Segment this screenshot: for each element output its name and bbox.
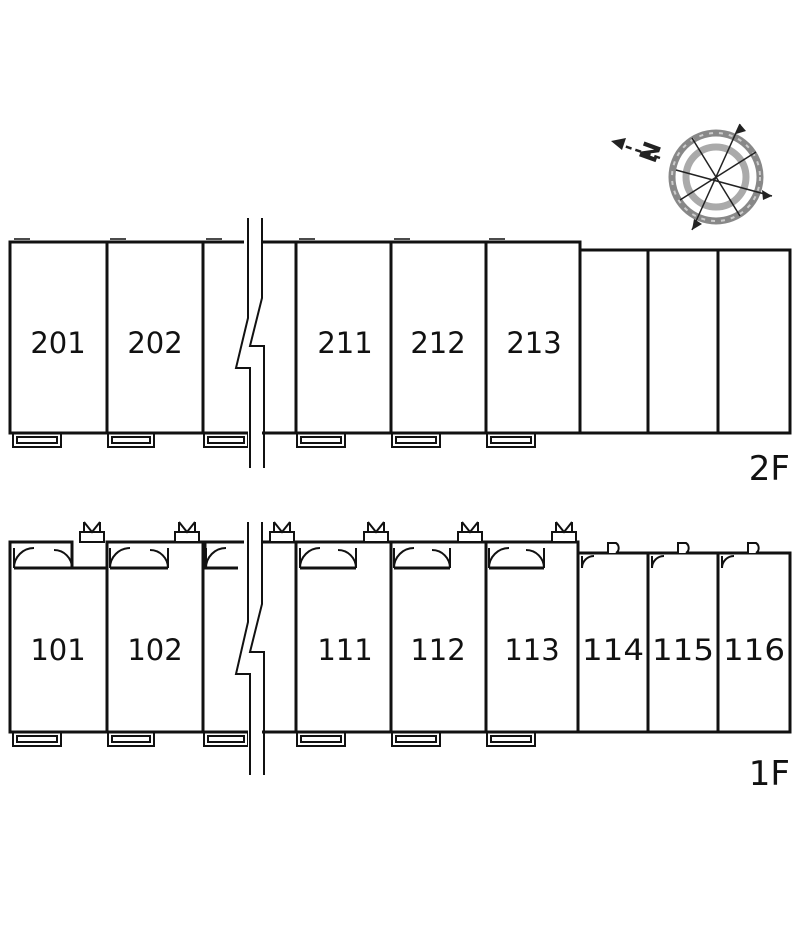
unit-label: 102 <box>127 633 182 667</box>
door-icons-1f <box>13 547 735 569</box>
balconies-2f <box>12 432 536 448</box>
unit-2f-ext-2 <box>646 248 720 435</box>
unit-label: 115 <box>652 633 714 667</box>
unit-label: 113 <box>504 633 559 667</box>
unit-label: 212 <box>410 326 465 360</box>
unit-label: 101 <box>30 633 85 667</box>
compass-north-label: N <box>634 138 667 166</box>
unit-label: 112 <box>410 633 465 667</box>
break-symbol-1f <box>234 522 265 775</box>
floor-label-2f: 2F <box>749 449 790 489</box>
unit-labels-1f: 101 102 111 112 113 114 115 116 <box>30 633 785 667</box>
floor-label-1f: 1F <box>749 754 790 794</box>
unit-label: 116 <box>723 633 785 667</box>
unit-label: 111 <box>317 633 372 667</box>
unit-label: 114 <box>582 633 644 667</box>
floor-2f: 201 202 211 212 213 2F <box>8 218 792 489</box>
break-symbol-2f <box>234 218 265 468</box>
unit-label: 211 <box>317 326 372 360</box>
floor-1f: 101 102 111 112 113 114 115 116 1F <box>8 521 792 794</box>
balconies-1f <box>12 731 536 747</box>
unit-labels-2f: 201 202 211 212 213 <box>30 326 561 360</box>
unit-2f-ext-1 <box>578 248 650 435</box>
unit-2f-ext-3 <box>716 248 792 435</box>
compass-icon: N <box>611 123 773 231</box>
unit-label: 201 <box>30 326 85 360</box>
meter-box-icons-1f <box>79 521 760 554</box>
building-outline-1f <box>8 540 580 734</box>
unit-label: 213 <box>506 326 561 360</box>
unit-label: 202 <box>127 326 182 360</box>
